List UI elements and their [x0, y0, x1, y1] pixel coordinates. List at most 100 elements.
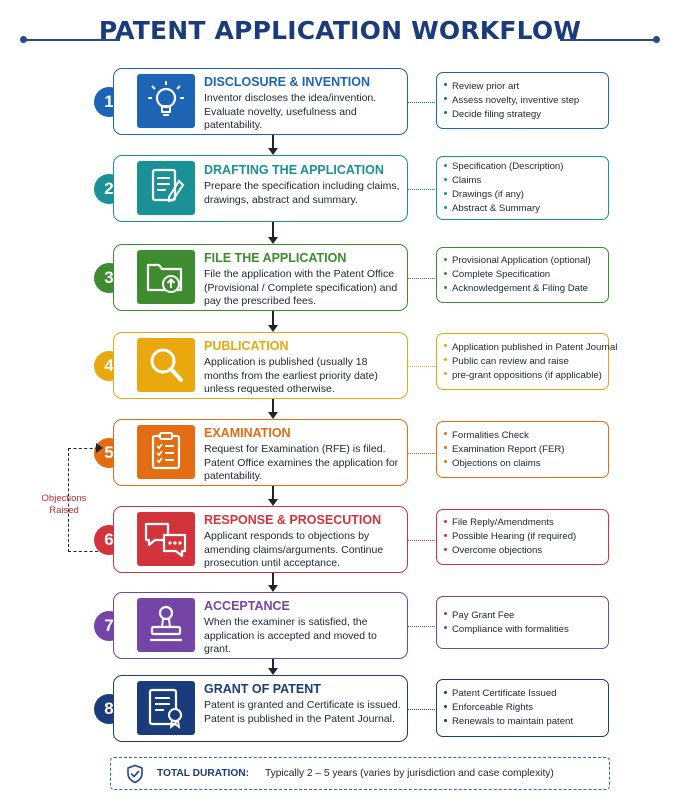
bullet-dot [444, 372, 447, 376]
step-title: PUBLICATION [204, 339, 289, 353]
flow-arrowhead [268, 325, 278, 332]
flow-arrowhead [268, 585, 278, 592]
flow-arrowhead [268, 412, 278, 419]
bullet-dot [444, 690, 447, 694]
bullet-dot [444, 626, 447, 630]
detail-item: Specification (Description) [444, 161, 563, 172]
flow-arrow-line [272, 222, 274, 238]
bullet-dot [444, 177, 447, 181]
bullet-dot [444, 519, 447, 523]
detail-text: Abstract & Summary [452, 203, 540, 214]
detail-item: Drawings (if any) [444, 189, 524, 200]
step-connector [408, 188, 435, 190]
bullet-dot [444, 533, 447, 537]
bullet-dot [444, 191, 447, 195]
step-card [113, 155, 408, 222]
detail-item: Review prior art [444, 81, 519, 92]
bullet-dot [444, 285, 447, 289]
detail-item: Examination Report (FER) [444, 444, 565, 455]
step-card [113, 675, 408, 742]
step-description: Application is published (usually 18 mon… [204, 356, 378, 396]
step-description: Request for Examination (RFE) is filed. … [204, 443, 399, 483]
flow-arrowhead [268, 148, 278, 155]
detail-item: Pay Grant Fee [444, 610, 514, 621]
objections-loop-line [68, 448, 98, 552]
detail-text: Complete Specification [452, 269, 551, 280]
chat-bubbles-icon [137, 512, 195, 566]
step-card [113, 592, 408, 659]
clipboard-checklist-icon [137, 425, 195, 479]
step-connector [408, 452, 435, 454]
detail-text: Possible Hearing (if required) [452, 531, 577, 542]
step-description: Patent is granted and Certificate is iss… [204, 699, 401, 725]
bullet-dot [444, 612, 447, 616]
step-card [113, 68, 408, 135]
detail-text: Decide filing strategy [452, 108, 542, 120]
detail-item: Assess novelty, inventive step [444, 95, 579, 106]
bullet-dot [444, 344, 447, 348]
bullet-dot [444, 718, 447, 722]
step-card [113, 506, 408, 573]
detail-text: Objections on claims [452, 457, 541, 469]
total-duration-label: TOTAL DURATION: [157, 768, 250, 779]
detail-text: Compliance with formalities [452, 623, 569, 635]
detail-item: Possible Hearing (if required) [444, 531, 576, 542]
detail-text: Review prior art [452, 80, 520, 92]
detail-item: Overcome objections [444, 545, 542, 556]
flow-arrowhead [268, 499, 278, 506]
detail-item: Acknowledgement & Filing Date [444, 283, 588, 294]
step-description: File the application with the Patent Off… [204, 268, 398, 308]
step-connector [408, 625, 435, 627]
step-card [113, 244, 408, 311]
detail-text: Pay Grant Fee [452, 609, 515, 621]
step-description: When the examiner is satisfied, the appl… [204, 616, 377, 656]
detail-text: Provisional Application (optional) [452, 255, 591, 266]
step-details-box: Provisional Application (optional) Comple… [436, 247, 609, 303]
detail-text: Specification (Description) [452, 161, 564, 172]
detail-text: Assess novelty, inventive step [452, 94, 580, 106]
bullet-dot [444, 97, 447, 101]
bullet-dot [444, 83, 447, 87]
step-title: GRANT OF PATENT [204, 682, 321, 696]
detail-item: Abstract & Summary [444, 203, 540, 214]
detail-text: Renewals to maintain patent [452, 716, 574, 727]
bullet-dot [444, 205, 447, 209]
step-title: DISCLOSURE & INVENTION [204, 75, 370, 89]
bullet-dot [444, 111, 447, 115]
objections-raised-label: Objections Raised [41, 493, 87, 516]
detail-text: Formalities Check [452, 429, 529, 441]
bullet-dot [444, 704, 447, 708]
bullet-dot [444, 358, 447, 362]
detail-item: File Reply/Amendments [444, 517, 554, 528]
header-rule-right [560, 39, 656, 41]
flow-arrow-line [272, 399, 274, 413]
bullet-dot [444, 163, 447, 167]
bullet-dot [444, 547, 447, 551]
magnifier-icon [137, 338, 195, 392]
detail-item: pre-grant oppositions (if applicable) [444, 370, 602, 381]
lightbulb-icon [137, 74, 195, 128]
step-title: ACCEPTANCE [204, 599, 290, 613]
flow-arrowhead [268, 237, 278, 244]
flow-arrow-line [272, 311, 274, 326]
detail-text: pre-grant oppositions (if applicable) [452, 369, 602, 381]
stamp-icon [137, 598, 195, 652]
step-connector [408, 101, 435, 103]
detail-text: Examination Report (FER) [452, 443, 565, 455]
detail-text: File Reply/Amendments [452, 517, 554, 528]
detail-text: Overcome objections [452, 545, 543, 556]
detail-item: Renewals to maintain patent [444, 716, 573, 727]
detail-text: Drawings (if any) [452, 189, 524, 200]
objections-loop-arrowhead [96, 443, 103, 453]
bullet-dot [444, 271, 447, 275]
step-description: Prepare the specification including clai… [204, 180, 400, 206]
detail-text: Acknowledgement & Filing Date [452, 283, 588, 294]
detail-text: Public can review and raise [452, 355, 569, 367]
detail-text: Claims [452, 175, 482, 186]
bullet-dot [444, 432, 447, 436]
